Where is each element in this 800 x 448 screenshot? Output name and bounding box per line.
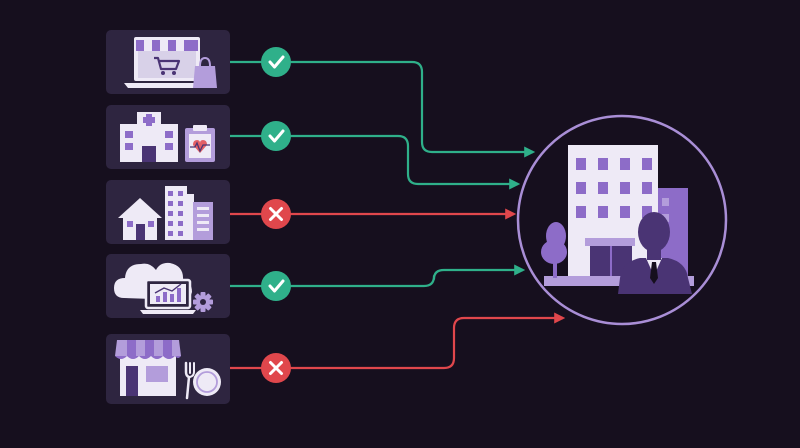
status-badge-cloud-tech [261,271,291,301]
house-and-buildings-icon [118,186,213,240]
businessman-icon [618,212,692,294]
office-building-businessman-icon [541,145,694,294]
source-cards [106,30,230,404]
status-badge-realestate [261,199,291,229]
destination-hub [516,114,728,326]
connector-cloud-tech [230,264,526,288]
source-card-cloud-tech [106,254,230,318]
source-card-restaurant [106,334,230,404]
connector-healthcare [230,134,521,190]
status-badge-healthcare [261,121,291,151]
connector-ecommerce [230,60,536,158]
cross-icon [269,361,283,375]
online-shop-laptop-icon [124,37,217,88]
cloud-laptop-gear-icon [114,262,213,314]
status-badge-restaurant [261,353,291,383]
hospital-clipboard-icon [120,112,215,162]
source-card-healthcare [106,105,230,169]
check-icon [268,55,285,69]
check-icon [268,279,285,293]
storefront-dining-icon [115,340,221,400]
source-card-realestate [106,180,230,244]
status-badges [261,47,291,383]
connector-restaurant [230,312,566,370]
tree-icon [541,222,567,278]
status-badge-ecommerce [261,47,291,77]
source-card-ecommerce [106,30,230,94]
check-icon [268,129,285,143]
cross-icon [269,207,283,221]
